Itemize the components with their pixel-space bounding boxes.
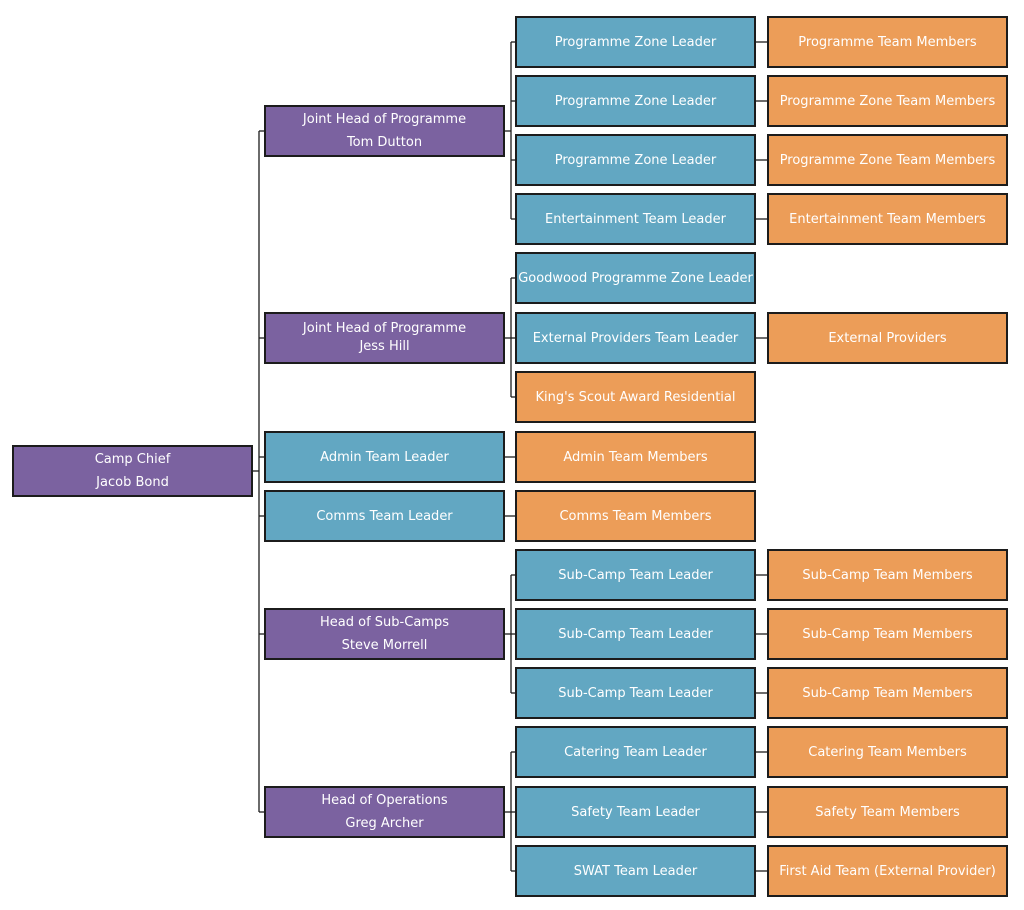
node-programme-zone-leader-2: Programme Zone Leader — [515, 75, 756, 127]
node-title: Entertainment Team Leader — [544, 211, 726, 227]
node-title: Head of Sub-Camps — [320, 615, 449, 630]
node-kings-scout-award-residential: King's Scout Award Residential — [515, 371, 756, 423]
node-title: Programme Zone Team Members — [779, 93, 996, 109]
node-swat-team-leader: SWAT Team Leader — [515, 845, 756, 897]
node-head-of-operations: Head of Operations Greg Archer — [264, 786, 505, 838]
node-title: Sub-Camp Team Leader — [558, 685, 713, 701]
node-title: Safety Team Members — [815, 804, 960, 820]
node-admin-team-members: Admin Team Members — [515, 431, 756, 483]
node-title: Sub-Camp Team Leader — [558, 626, 713, 642]
node-title: Programme Zone Leader — [554, 34, 717, 50]
node-title: Comms Team Members — [559, 508, 712, 524]
node-sub-camp-team-members-3: Sub-Camp Team Members — [767, 667, 1008, 719]
node-programme-team-members: Programme Team Members — [767, 16, 1008, 68]
node-sub-camp-team-leader-3: Sub-Camp Team Leader — [515, 667, 756, 719]
node-programme-zone-team-members-2: Programme Zone Team Members — [767, 134, 1008, 186]
node-person: Steve Morrell — [341, 638, 428, 653]
node-person: Tom Dutton — [346, 135, 423, 150]
node-person: Jess Hill — [359, 339, 410, 354]
node-title: External Providers Team Leader — [532, 330, 739, 346]
node-title: SWAT Team Leader — [573, 863, 698, 879]
node-programme-zone-leader-3: Programme Zone Leader — [515, 134, 756, 186]
node-person: Jacob Bond — [96, 475, 169, 490]
node-joint-head-programme-2: Joint Head of Programme Jess Hill — [264, 312, 505, 364]
node-title: Joint Head of Programme — [302, 321, 467, 336]
node-first-aid-team: First Aid Team (External Provider) — [767, 845, 1008, 897]
node-title: Goodwood Programme Zone Leader — [518, 270, 753, 286]
node-title: Admin Team Leader — [320, 449, 449, 465]
node-sub-camp-team-leader-2: Sub-Camp Team Leader — [515, 608, 756, 660]
node-title: Catering Team Members — [808, 744, 967, 760]
node-external-providers-team-leader: External Providers Team Leader — [515, 312, 756, 364]
node-sub-camp-team-leader-1: Sub-Camp Team Leader — [515, 549, 756, 601]
node-title: Safety Team Leader — [571, 804, 700, 820]
node-entertainment-team-members: Entertainment Team Members — [767, 193, 1008, 245]
node-title: King's Scout Award Residential — [535, 389, 736, 405]
node-title: External Providers — [828, 330, 947, 346]
node-title: Programme Zone Leader — [554, 152, 717, 168]
node-title: Sub-Camp Team Members — [802, 685, 973, 701]
node-entertainment-team-leader: Entertainment Team Leader — [515, 193, 756, 245]
node-title: First Aid Team (External Provider) — [779, 863, 996, 879]
node-sub-camp-team-members-1: Sub-Camp Team Members — [767, 549, 1008, 601]
node-joint-head-programme-1: Joint Head of Programme Tom Dutton — [264, 105, 505, 157]
node-title: Sub-Camp Team Members — [802, 567, 973, 583]
node-person: Greg Archer — [345, 816, 424, 831]
node-title: Programme Zone Team Members — [779, 152, 996, 168]
node-programme-zone-team-members-1: Programme Zone Team Members — [767, 75, 1008, 127]
node-safety-team-members: Safety Team Members — [767, 786, 1008, 838]
node-safety-team-leader: Safety Team Leader — [515, 786, 756, 838]
node-admin-team-leader: Admin Team Leader — [264, 431, 505, 483]
node-title: Admin Team Members — [563, 449, 708, 465]
node-programme-zone-leader-1: Programme Zone Leader — [515, 16, 756, 68]
node-external-providers: External Providers — [767, 312, 1008, 364]
node-title: Entertainment Team Members — [789, 211, 986, 227]
node-comms-team-members: Comms Team Members — [515, 490, 756, 542]
node-title: Head of Operations — [321, 793, 448, 808]
node-title: Sub-Camp Team Leader — [558, 567, 713, 583]
node-goodwood-programme-zone-leader: Goodwood Programme Zone Leader — [515, 252, 756, 304]
node-title: Programme Zone Leader — [554, 93, 717, 109]
node-title: Catering Team Leader — [564, 744, 707, 760]
node-comms-team-leader: Comms Team Leader — [264, 490, 505, 542]
node-title: Joint Head of Programme — [302, 112, 467, 127]
node-title: Camp Chief — [94, 452, 171, 467]
node-catering-team-leader: Catering Team Leader — [515, 726, 756, 778]
node-head-of-sub-camps: Head of Sub-Camps Steve Morrell — [264, 608, 505, 660]
node-title: Programme Team Members — [798, 34, 977, 50]
node-sub-camp-team-members-2: Sub-Camp Team Members — [767, 608, 1008, 660]
node-camp-chief: Camp Chief Jacob Bond — [12, 445, 253, 497]
node-title: Sub-Camp Team Members — [802, 626, 973, 642]
node-catering-team-members: Catering Team Members — [767, 726, 1008, 778]
node-title: Comms Team Leader — [316, 508, 453, 524]
